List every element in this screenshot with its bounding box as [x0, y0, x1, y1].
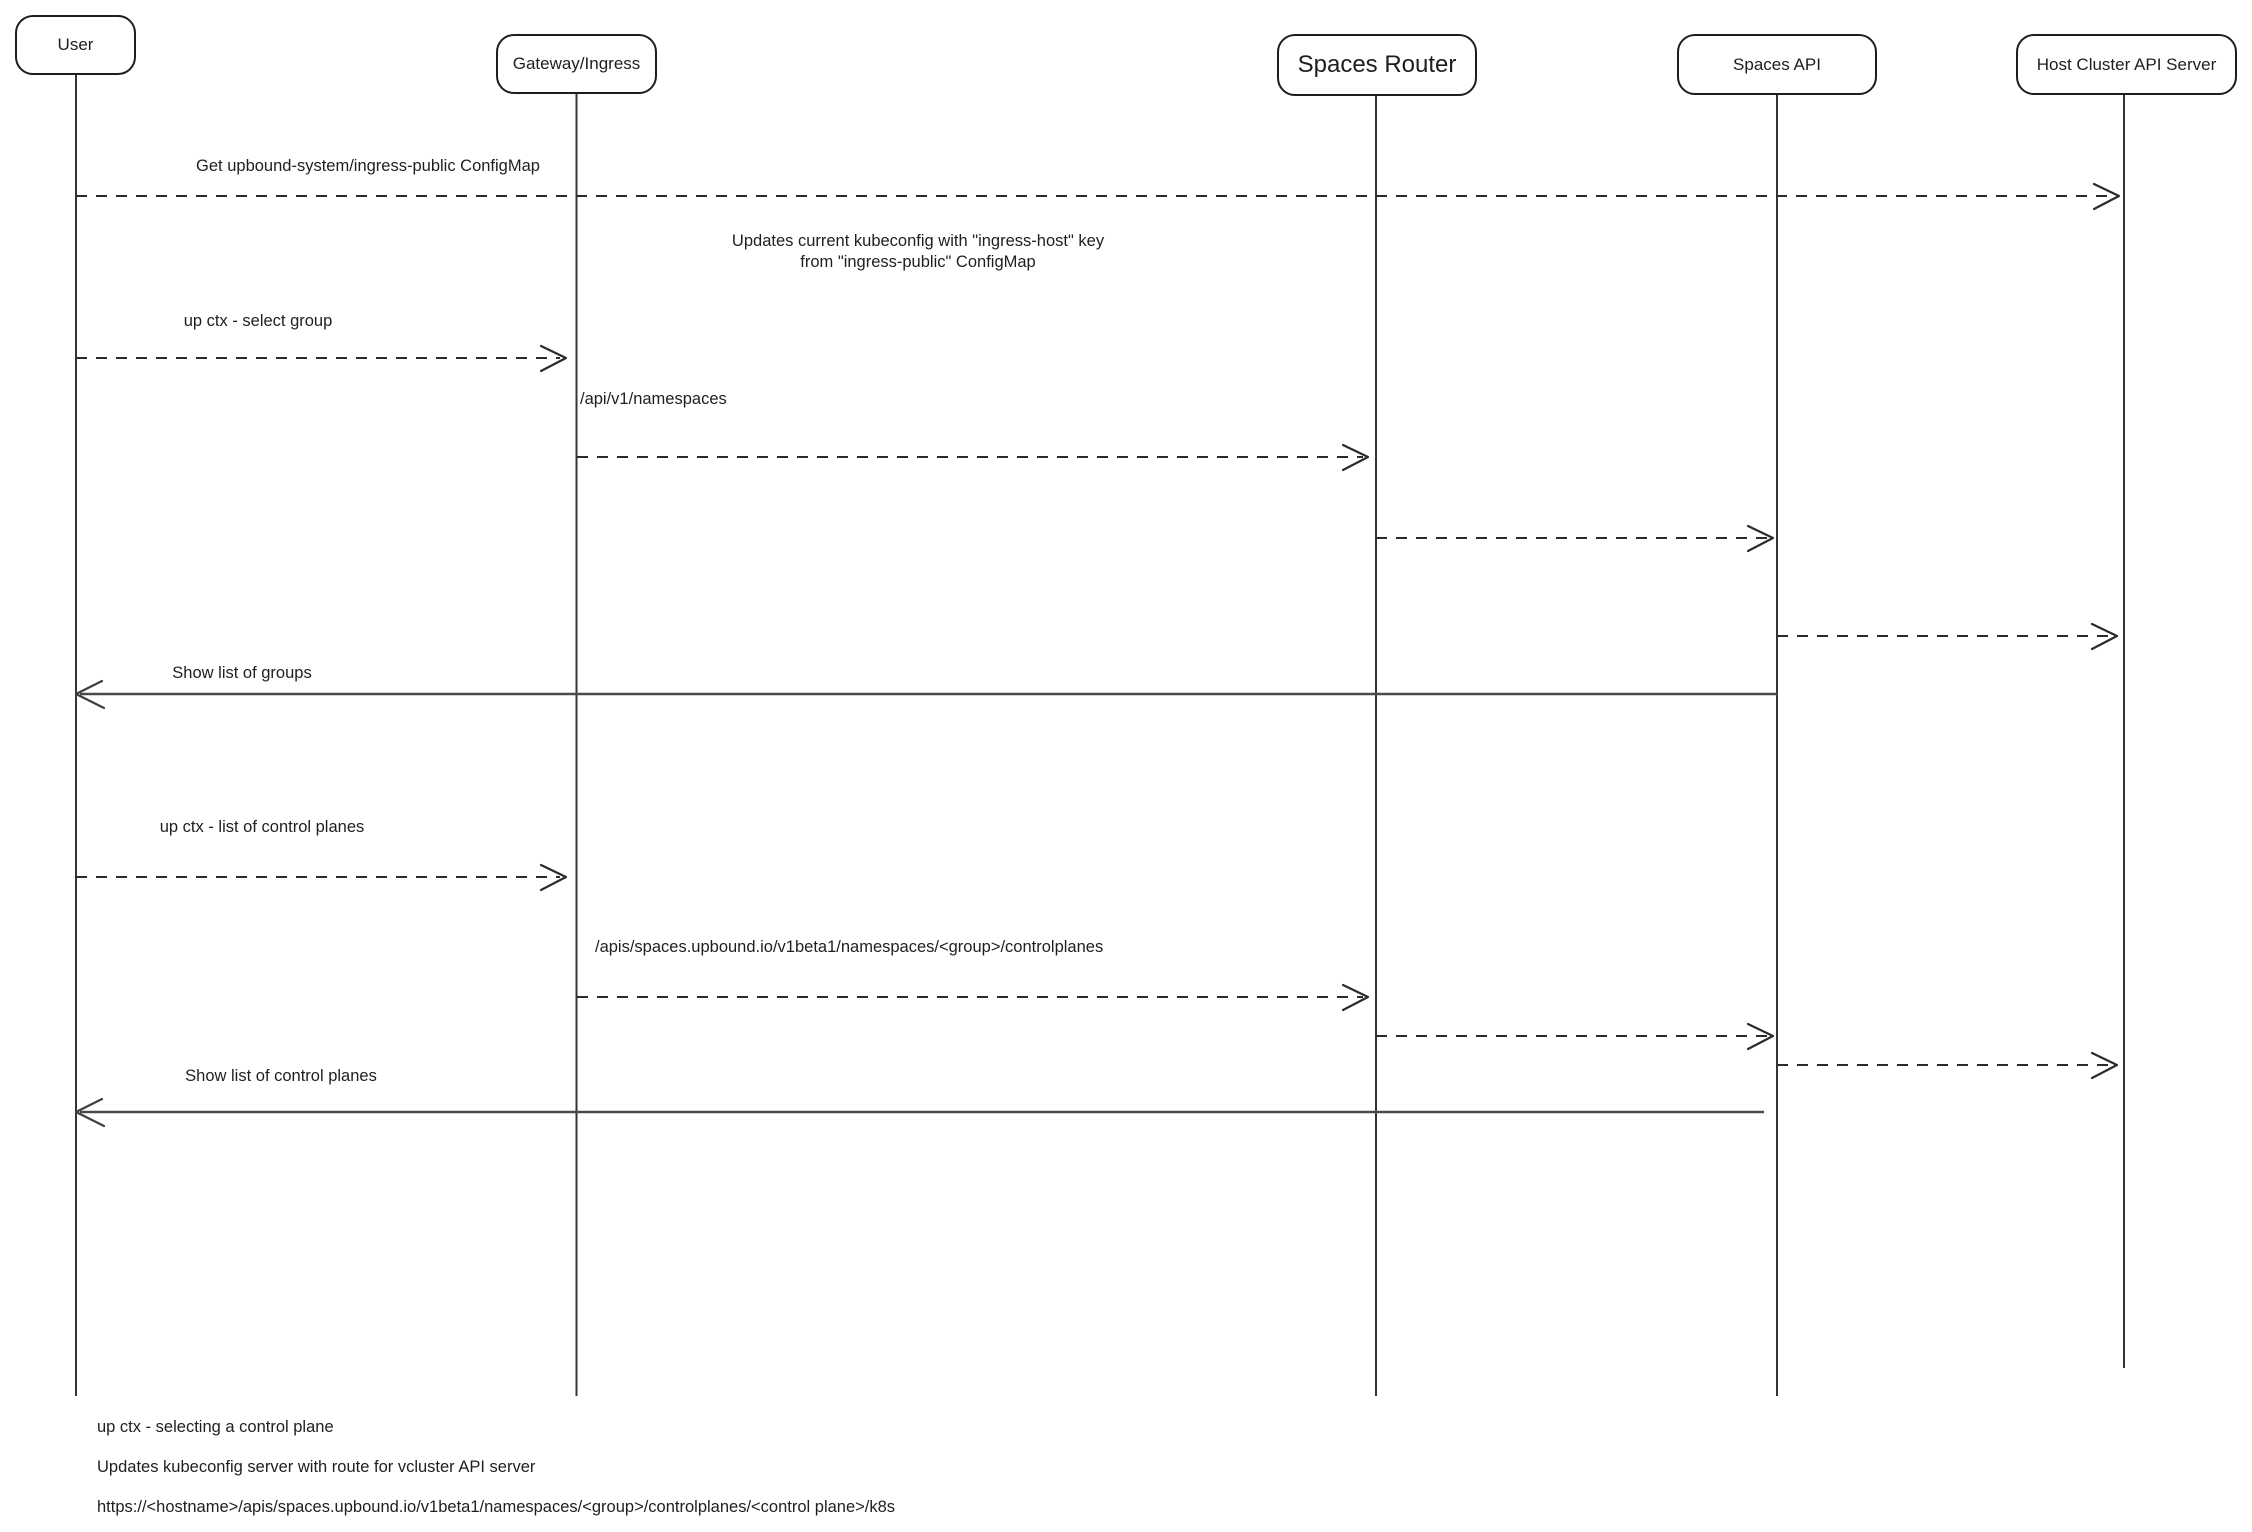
actor-box-user: User [15, 15, 136, 75]
note-update-kubeconfig: Updates current kubeconfig with "ingress… [732, 231, 1104, 273]
message-label-list-namespaces: /api/v1/namespaces [580, 390, 727, 408]
footnote-updates-kubeconfig: Updates kubeconfig server with route for… [97, 1458, 536, 1476]
actor-box-host-cluster: Host Cluster API Server [2016, 34, 2237, 95]
arrowhead-select-group [539, 344, 568, 373]
note-update-kubeconfig-line1: Updates current kubeconfig with "ingress… [731, 232, 1105, 250]
arrowhead-show-control-planes [74, 1097, 106, 1128]
actor-box-gateway: Gateway/Ingress [496, 34, 657, 94]
arrowhead-api-to-host [2090, 622, 2119, 651]
arrowhead-controlplanes-api [1341, 983, 1370, 1012]
footnote-vcluster-url: https://<hostname>/apis/spaces.upbound.i… [97, 1498, 896, 1516]
actor-label-spaces-router: Spaces Router [1297, 51, 1457, 78]
arrowhead-router-to-api [1746, 524, 1775, 553]
arrowhead-show-groups [74, 679, 106, 710]
actor-label-host-cluster: Host Cluster API Server [2036, 54, 2217, 74]
arrowhead-list-namespaces [1341, 443, 1370, 472]
message-label-list-control-planes: up ctx - list of control planes [159, 818, 365, 836]
message-label-show-control-planes: Show list of control planes [185, 1067, 377, 1085]
message-label-get-configmap: Get upbound-system/ingress-public Config… [196, 157, 540, 175]
actor-label-spaces-api: Spaces API [1733, 54, 1821, 74]
actor-label-gateway: Gateway/Ingress [512, 54, 641, 73]
actor-box-spaces-router: Spaces Router [1277, 34, 1477, 96]
arrowhead-get-configmap [2092, 182, 2121, 211]
actor-label-user: User [57, 35, 94, 54]
message-label-controlplanes-api: /apis/spaces.upbound.io/v1beta1/namespac… [595, 938, 1104, 956]
message-label-show-groups: Show list of groups [172, 664, 312, 682]
arrowhead-list-control-planes [539, 863, 568, 892]
message-label-select-group: up ctx - select group [183, 312, 333, 330]
footnote-selecting-control-plane: up ctx - selecting a control plane [97, 1418, 334, 1436]
actor-box-spaces-api: Spaces API [1677, 34, 1877, 95]
arrowhead-router-to-api-2 [1746, 1022, 1775, 1051]
arrowhead-api-to-host-2 [2090, 1051, 2119, 1080]
note-update-kubeconfig-line2: from "ingress-public" ConfigMap [800, 253, 1036, 271]
